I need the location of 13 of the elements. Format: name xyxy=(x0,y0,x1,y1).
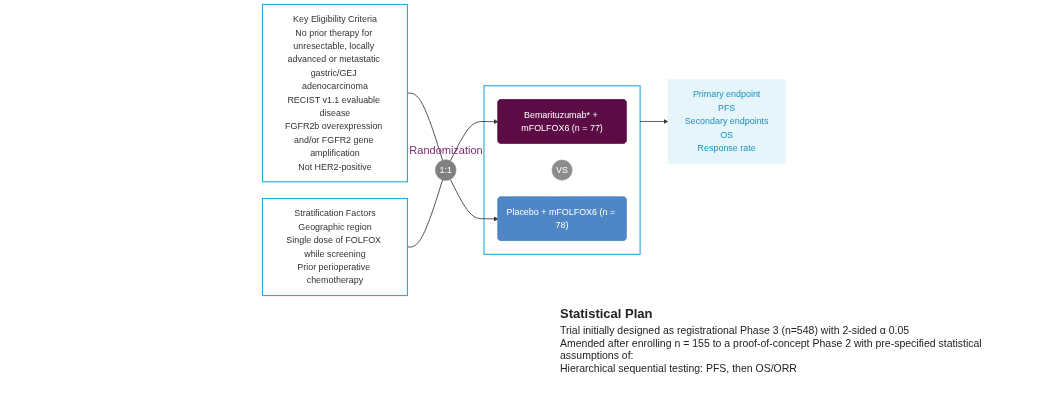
connector xyxy=(407,92,444,161)
node-box: Stratification Factors Geographic region Single dose of FOLFOX while screening Prior perioperative chemotherapy xyxy=(262,197,409,297)
node-box: Primary endpoint PFS Secondary endpoints OS Response rate xyxy=(667,79,786,164)
node-circle: VS xyxy=(551,159,573,181)
cluster xyxy=(483,85,641,255)
side-caption: Randomization xyxy=(409,143,483,156)
node-circle: 1:1 xyxy=(435,159,457,181)
section-heading: Statistical Plan xyxy=(560,306,654,321)
connector xyxy=(407,179,444,248)
node-box: Key Eligibility Criteria No prior therapy for unresectable, locally advanced or metastatic gastric/GEJ adenocarcinoma RECIST v1.1 evaluable disease FGFR2b overexpression and/or FGFR2 gene amplification Not HER2-positive xyxy=(262,3,409,183)
note-text: Hierarchical sequential testing: PFS, then OS/ORR xyxy=(560,362,798,374)
note-text: Amended after enrolling n = 155 to a proof-of-concept Phase 2 with pre-specified statistical assumptions of: xyxy=(560,337,983,361)
note-text: Trial initially designed as registrational Phase 3 (n=548) with 2-sided α 0.05 xyxy=(560,324,911,336)
